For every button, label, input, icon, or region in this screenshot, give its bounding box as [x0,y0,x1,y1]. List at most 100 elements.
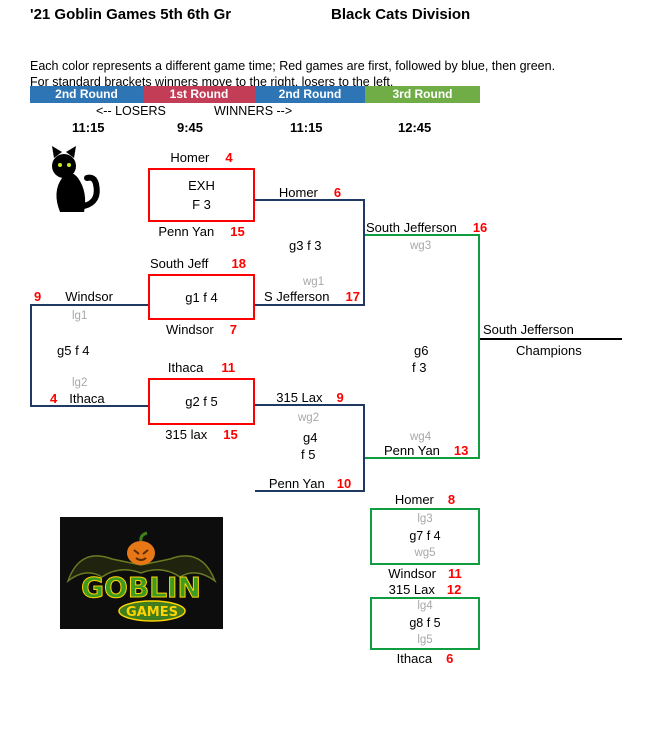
g3-bottom-score: 17 [345,289,360,304]
g4-top-slot: wg2 [298,412,320,424]
g3-top-team: Homer [278,185,318,200]
g5-join-line [30,304,32,407]
round-band-2nd-left: 2nd Round [30,86,143,103]
round-band-3rd: 3rd Round [365,86,480,103]
g1-top-entry: South Jeff 18 [150,256,246,271]
g8-slot-bottom: lg5 [417,634,433,646]
round-band-2nd-right: 2nd Round [255,86,365,103]
g5-top-team: Windsor [65,289,113,304]
g7-top-entry: Homer 8 [370,492,480,507]
g5-top-seed: 9 [34,289,42,304]
game-exh-label-line2: F 3 [192,197,211,212]
exh-bottom-entry: Penn Yan 15 [148,224,255,239]
g6-join-line [478,234,480,459]
game-7-box: lg3 g7 f 4 wg5 [370,508,480,565]
g3-label: g3 f 3 [289,238,322,253]
g1-top-seed: 18 [231,256,246,271]
g2-bottom-seed: 15 [223,427,238,442]
g4-bottom-entry: Penn Yan 10 [255,476,365,491]
black-cat-graphic [52,146,100,212]
pumpkin-icon [127,541,155,565]
g3-bottom-entry: S Jefferson 17 [262,289,362,304]
g7-slot-bottom: wg5 [414,547,436,559]
g6-bottom-score: 13 [453,443,469,458]
exh-top-seed: 4 [225,150,233,165]
game-2-label: g2 f 5 [185,394,218,409]
g8-bottom-score: 6 [446,651,454,666]
g6-bottom-line [365,457,480,459]
g4-bottom-score: 10 [336,476,352,491]
g8-bottom-team: Ithaca [396,651,433,666]
winners-direction-label: WINNERS --> [214,104,293,118]
game-2-box: g2 f 5 [148,378,255,425]
champion-line [480,338,622,340]
g5-top-slot: lg1 [72,310,88,322]
g3-top-line [255,199,365,201]
g8-top-team: 315 Lax [388,582,435,597]
g7-bottom-entry: Windsor 11 [370,566,480,581]
time-3rd-round: 12:45 [398,120,432,135]
instructions-line-2: For standard brackets winners move to th… [30,75,394,89]
exh-bottom-team: Penn Yan [158,224,215,239]
g2-top-seed: 11 [221,360,236,375]
g3-join-line [363,199,365,306]
g1-bottom-entry: Windsor 7 [148,322,255,337]
game-1-box: g1 f 4 [148,274,255,320]
g6-label-line2: f 3 [412,360,427,375]
game-8-box: lg4 g8 f 5 lg5 [370,597,480,650]
g6-top-team: South Jefferson [366,220,457,235]
g6-top-slot: wg3 [410,240,432,252]
champion-team: South Jefferson [483,322,574,337]
g4-top-line [255,404,365,406]
g5-top-entry: 9 Windsor [34,289,113,304]
game-1-label: g1 f 4 [185,289,218,305]
exh-top-team: Homer [170,150,210,165]
division-title: Black Cats Division [331,6,471,23]
g6-bottom-slot: wg4 [410,431,432,443]
time-2nd-round-losers: 11:15 [72,120,105,135]
exh-bottom-seed: 15 [230,224,245,239]
g3-bottom-line [255,304,365,306]
g4-bottom-line [255,490,365,492]
g1-bottom-seed: 7 [229,322,237,337]
g4-join-line [363,404,365,492]
bat-wings-icon [66,555,217,584]
logo-word-games: GAMES [126,605,178,620]
g1-bottom-team: Windsor [166,322,214,337]
g5-bottom-line [30,405,148,407]
time-1st-round: 9:45 [177,120,204,135]
g7-top-score: 8 [447,492,456,507]
g6-label-line1: g6 [414,343,429,358]
game-exh-box: EXH F 3 [148,168,255,222]
page-title: '21 Goblin Games 5th 6th Gr [30,6,232,23]
g6-top-score: 16 [472,220,488,235]
black-cat-icon [40,144,104,216]
g3-top-score: 6 [333,185,342,200]
g5-bottom-team: Ithaca [69,391,105,406]
g7-top-team: Homer [394,492,434,507]
g2-bottom-entry: 315 lax 15 [148,427,255,442]
time-2nd-round-winners: 11:15 [290,120,323,135]
losers-direction-label: <-- LOSERS [96,104,166,118]
game-exh-label-line1: EXH [188,178,215,193]
game-8-label: g8 f 5 [409,616,441,630]
goblin-games-logo-graphic: GOBLIN GAMES [60,517,223,629]
g8-slot-top: lg4 [417,600,433,612]
g3-bottom-team: S Jefferson [264,289,330,304]
g4-top-team: 315 Lax [276,390,323,405]
g5-bottom-slot: lg2 [72,377,88,389]
g4-label-line2: f 5 [301,447,316,462]
g5-bottom-seed: 4 [50,391,58,406]
g7-bottom-score: 11 [447,566,462,581]
g6-bottom-entry: Penn Yan 13 [384,443,468,458]
g2-top-entry: Ithaca 11 [148,360,255,375]
g2-bottom-team: 315 lax [165,427,208,442]
game-7-label: g7 f 4 [409,529,441,543]
champion-caption: Champions [516,343,582,358]
g7-slot-top: lg3 [417,513,433,525]
g6-top-entry: South Jefferson 16 [366,220,487,235]
g7-bottom-team: Windsor [388,566,436,581]
g5-top-line [30,304,148,306]
g6-bottom-team: Penn Yan [384,443,440,458]
